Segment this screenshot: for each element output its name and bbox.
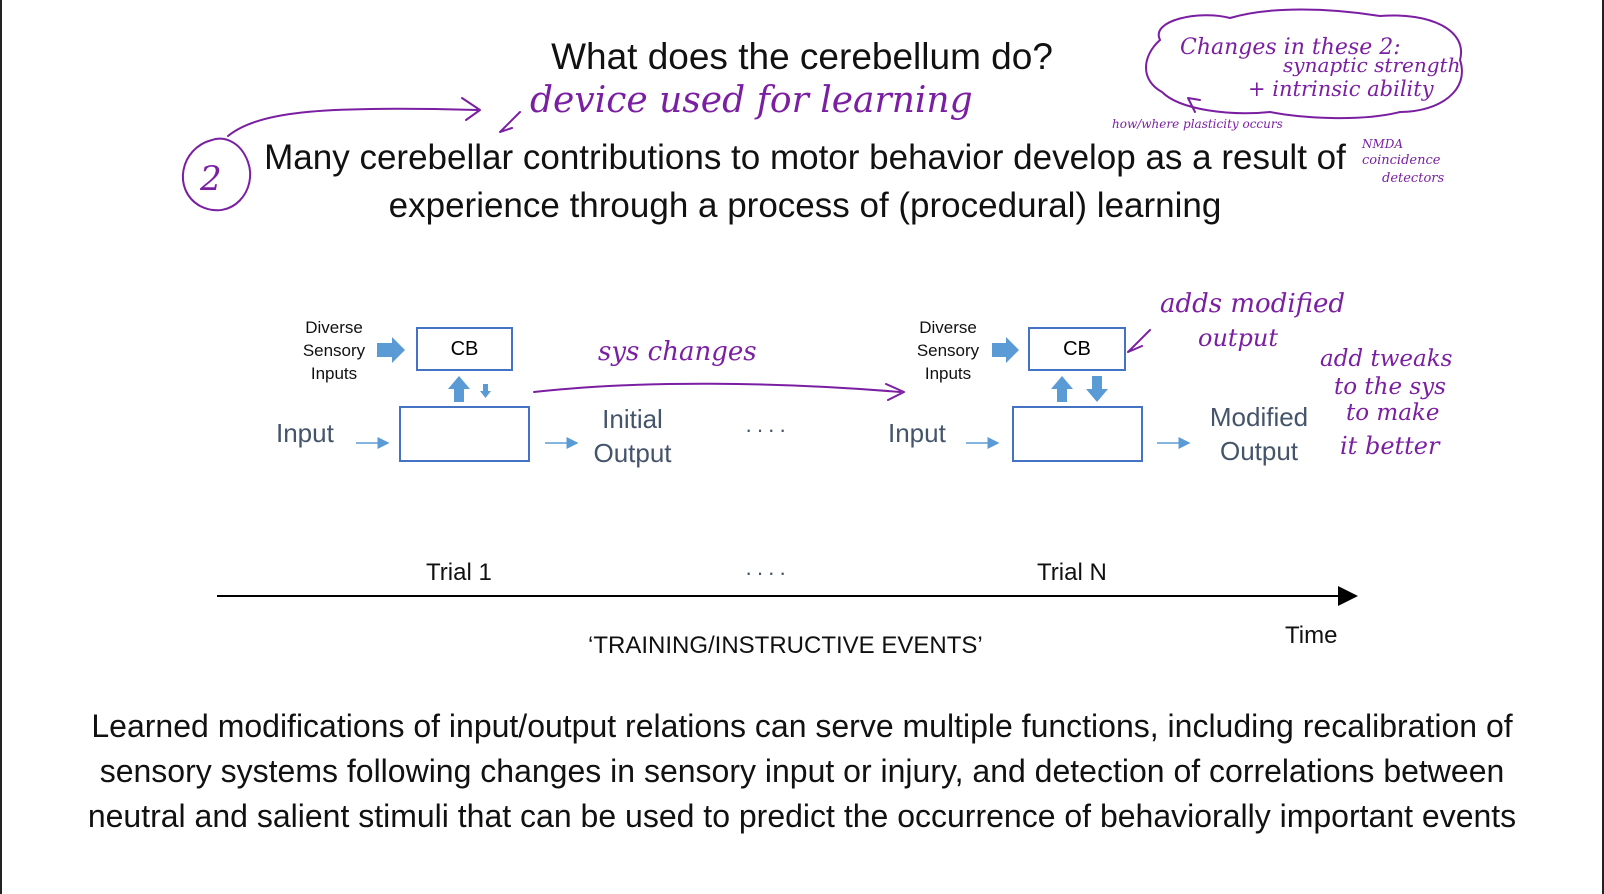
trial-n-label: Trial N [1037, 559, 1107, 586]
annotation-tweaks-4: it better [1340, 432, 1441, 460]
cb-label-2: CB [1063, 337, 1091, 360]
modified-output-label: Modified Output [1209, 402, 1309, 466]
annotation-nmda-3: detectors [1382, 171, 1444, 186]
sensory-block-arrow-2 [992, 337, 1019, 363]
training-events-label: ‘TRAINING/INSTRUCTIVE EVENTS’ [588, 632, 983, 659]
annotation-number: 2 [199, 159, 222, 199]
pointer-arrowhead-ink [461, 97, 481, 121]
diverse-inputs-label-1: Diverse Sensory Inputs [302, 318, 366, 383]
device-arrow-ink [499, 111, 521, 133]
pointer-arrow-ink [227, 107, 479, 137]
cb-box-1: CB [416, 327, 513, 371]
trial-1-label: Trial 1 [426, 559, 492, 586]
sys-changes-arrowhead-ink [885, 383, 905, 401]
slide-border-left [0, 0, 2, 894]
annotation-how-plasticity: how/where plasticity occurs [1112, 117, 1283, 131]
body-text: Learned modifications of input/output re… [87, 708, 1517, 834]
annotation-changes-1: Changes in these 2: [1180, 35, 1401, 60]
annotation-sys-changes: sys changes [598, 337, 757, 367]
cb-label-1: CB [450, 337, 479, 360]
annotation-changes-2: synaptic strength [1283, 53, 1460, 77]
cloud-ink [1145, 8, 1463, 120]
up-arrow-2 [1051, 376, 1073, 402]
slide-border-right [1602, 0, 1604, 894]
adds-arrow-ink [1127, 329, 1151, 353]
process-box-2 [1012, 406, 1143, 462]
sys-changes-arrow-ink [533, 382, 901, 393]
ellipsis-dots-top: ···· [745, 417, 791, 442]
process-box-1 [399, 406, 530, 462]
down-arrow-small-1 [480, 384, 491, 398]
initial-output-label: Initial Output [593, 404, 672, 468]
annotation-adds-modified-1: adds modified [1160, 289, 1345, 319]
slide-subtitle: Many cerebellar contributions to motor b… [264, 138, 1346, 225]
annotation-adds-modified-2: output [1198, 324, 1278, 352]
up-arrow-1 [448, 376, 470, 402]
annotation-nmda-1: NMDA [1361, 137, 1403, 151]
annotation-tweaks-3: to make [1346, 400, 1439, 426]
handwritten-annotations: 2 device used for learning Changes in th… [182, 8, 1463, 460]
annotation-tweaks-2: to the sys [1334, 374, 1446, 400]
cb-box-2: CB [1028, 327, 1126, 371]
annotation-nmda-2: coincidence [1362, 153, 1441, 168]
diverse-inputs-label-2: Diverse Sensory Inputs [916, 318, 980, 383]
annotation-tweaks-1: add tweaks [1320, 346, 1453, 372]
slide-title: What does the cerebellum do? [551, 36, 1053, 77]
input-label-2: Input [888, 418, 946, 448]
cloud-arrow-ink [1187, 97, 1201, 113]
down-arrow-2 [1086, 376, 1108, 402]
time-label: Time [1285, 622, 1338, 649]
annotation-changes-3: + intrinsic ability [1248, 77, 1435, 101]
ellipsis-dots-bottom: ···· [745, 560, 791, 585]
annotation-device: device used for learning [530, 80, 973, 121]
sensory-block-arrow-1 [377, 337, 405, 363]
circle-number-ink [182, 137, 252, 212]
input-label-1: Input [276, 418, 334, 448]
